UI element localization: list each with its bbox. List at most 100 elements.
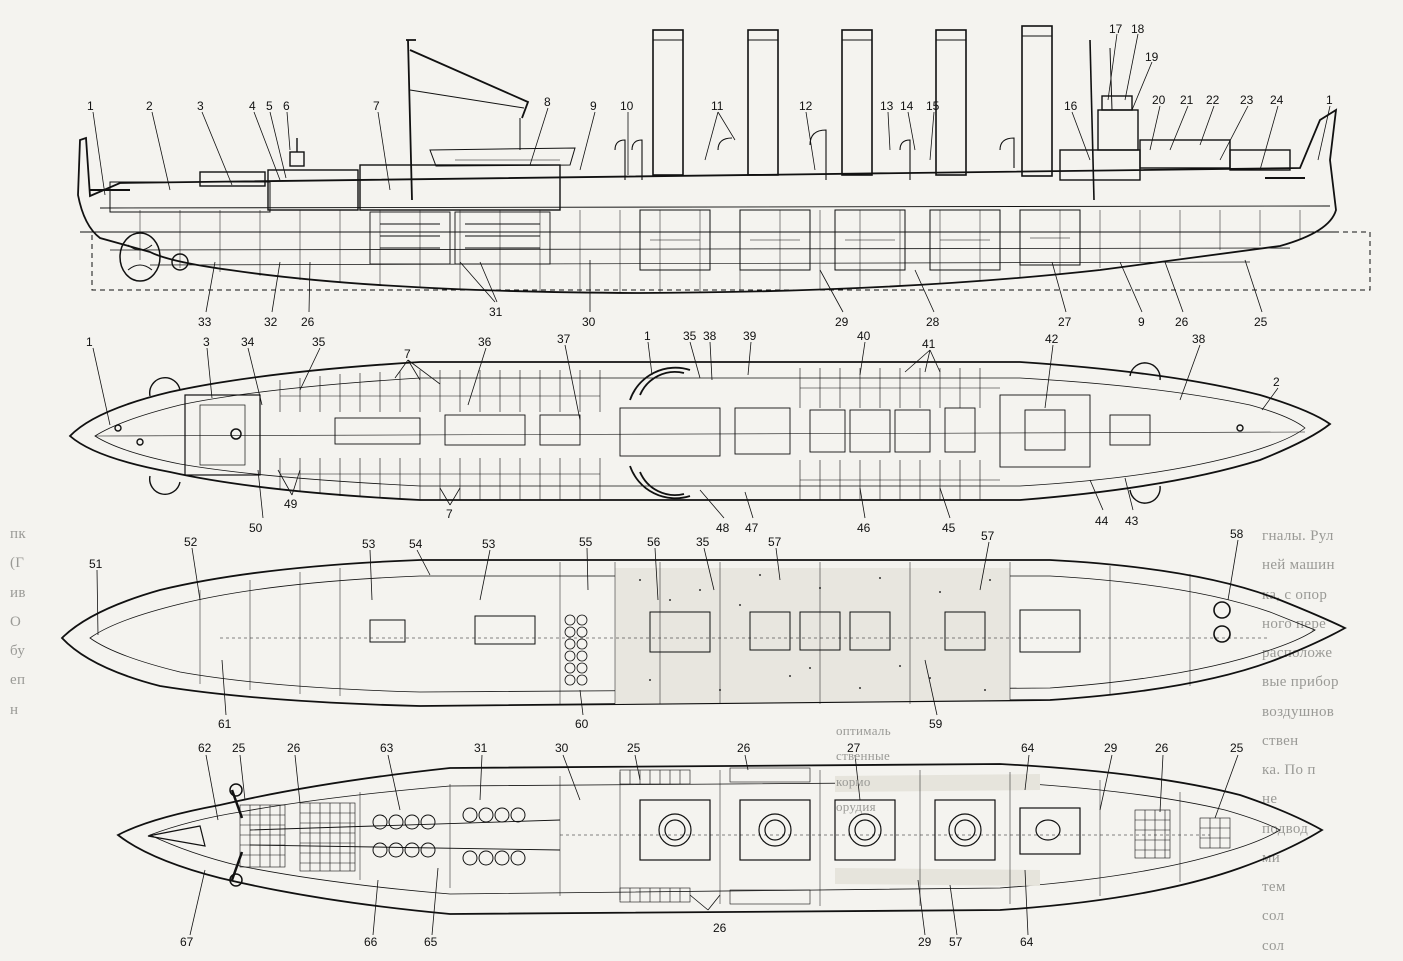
label-hold-26b: 26 — [737, 741, 751, 755]
label-lower-60: 60 — [575, 717, 589, 731]
label-hold-25c: 25 — [1230, 741, 1244, 755]
label-hold-62: 62 — [198, 741, 212, 755]
label-side-1: 1 — [87, 99, 94, 113]
right_column-line: сол — [1262, 937, 1285, 954]
label-deck-1b: 1 — [644, 329, 651, 343]
label-hold-64: 64 — [1021, 741, 1035, 755]
label-side-20: 20 — [1152, 93, 1166, 107]
label-lower-54: 54 — [409, 537, 423, 551]
side-profile-view — [77, 25, 1371, 294]
label-side-33: 33 — [198, 315, 212, 329]
left_column-line: пк — [10, 526, 26, 542]
label-side-9b: 9 — [1138, 315, 1145, 329]
upper-deck-plan — [68, 361, 1332, 504]
right_column-line: не — [1262, 791, 1278, 808]
label-hold-66: 66 — [364, 935, 378, 949]
propeller — [119, 232, 161, 282]
right_column-line: тем — [1262, 879, 1286, 895]
right_column-line: сол — [1262, 908, 1285, 925]
bottom_column-line: ственные — [836, 748, 891, 764]
label-deck-1: 1 — [86, 335, 93, 349]
funnels — [652, 25, 1053, 177]
right_column-line: ствен — [1262, 732, 1299, 749]
label-deck-3: 3 — [203, 335, 210, 349]
label-side-29: 29 — [835, 315, 849, 329]
right_column-line: подвод — [1262, 820, 1309, 837]
leader-lines — [92, 33, 1331, 936]
left_column-line: О — [10, 613, 22, 630]
crane-mast — [406, 39, 530, 201]
label-side-28: 28 — [926, 315, 940, 329]
label-deck-37: 37 — [557, 332, 571, 346]
label-deck-46: 46 — [857, 521, 871, 535]
right_column-line: ка. По п — [1262, 762, 1316, 778]
label-deck-41: 41 — [922, 337, 936, 351]
label-hold-26: 26 — [287, 741, 301, 755]
label-deck-40: 40 — [857, 329, 871, 343]
label-side-21: 21 — [1180, 93, 1194, 107]
hold-outline — [116, 763, 1324, 915]
label-lower-58: 58 — [1230, 527, 1244, 541]
label-deck-42: 42 — [1045, 332, 1059, 346]
label-hold-26c: 26 — [1155, 741, 1169, 755]
label-lower-61: 61 — [218, 717, 232, 731]
right_column-line: гналы. Рул — [1262, 528, 1334, 544]
bottom_column-line: оптималь — [836, 723, 891, 738]
lower-deck-plan — [60, 559, 1347, 707]
left_column-line: ив — [10, 584, 26, 601]
label-deck-36: 36 — [478, 335, 492, 349]
label-deck-49: 49 — [284, 497, 298, 511]
label-side-16: 16 — [1064, 99, 1078, 113]
label-deck-2: 2 — [1273, 375, 1280, 389]
label-lower-56: 56 — [647, 535, 661, 549]
label-side-22: 22 — [1206, 93, 1220, 107]
label-lower-53: 53 — [362, 537, 376, 551]
label-deck-48: 48 — [716, 521, 730, 535]
callout-labels: 1 2 3 4 5 6 7 8 9 10 11 12 13 14 15 16 1… — [86, 22, 1333, 949]
label-hold-25b: 25 — [627, 741, 641, 755]
hull-outline — [77, 108, 1338, 294]
label-side-4: 4 — [249, 99, 256, 113]
label-side-10: 10 — [620, 99, 634, 113]
label-hold-63: 63 — [380, 741, 394, 755]
label-hold-26d: 26 — [713, 921, 727, 935]
label-lower-57b: 57 — [981, 529, 995, 543]
right_column-line: вые прибор — [1262, 674, 1339, 691]
lower-deck-outline — [60, 559, 1347, 707]
label-deck-47: 47 — [745, 521, 759, 535]
label-side-19: 19 — [1145, 50, 1159, 64]
label-deck-35: 35 — [312, 335, 326, 349]
boiler-group — [372, 807, 526, 866]
label-deck-38b: 38 — [1192, 332, 1206, 346]
label-side-1b: 1 — [1326, 93, 1333, 107]
label-side-13: 13 — [880, 99, 894, 113]
label-lower-51: 51 — [89, 557, 103, 571]
label-hold-30: 30 — [555, 741, 569, 755]
right_column-line: расположе — [1262, 645, 1333, 661]
bottom_column-line: кормо — [836, 773, 871, 789]
label-deck-50: 50 — [249, 521, 263, 535]
label-side-11: 11 — [711, 99, 724, 113]
label-deck-44: 44 — [1095, 514, 1109, 528]
label-hold-64b: 64 — [1020, 935, 1034, 949]
label-lower-59: 59 — [929, 717, 943, 731]
deck-outline — [68, 361, 1332, 501]
label-hold-65: 65 — [424, 935, 438, 949]
label-hold-67: 67 — [180, 935, 194, 949]
label-hold-29: 29 — [1104, 741, 1118, 755]
label-deck-35b: 35 — [683, 329, 697, 343]
label-lower-53b: 53 — [482, 537, 496, 551]
right_column-line: ней машин — [1262, 557, 1335, 574]
right_column-line: воздушнов — [1262, 703, 1335, 720]
label-deck-45: 45 — [942, 521, 956, 535]
label-side-9: 9 — [590, 99, 597, 113]
boiler-rooms — [639, 799, 1081, 861]
label-lower-57: 57 — [768, 535, 782, 549]
label-lower-52: 52 — [184, 535, 198, 549]
label-side-23: 23 — [1240, 93, 1254, 107]
label-side-26: 26 — [301, 315, 315, 329]
